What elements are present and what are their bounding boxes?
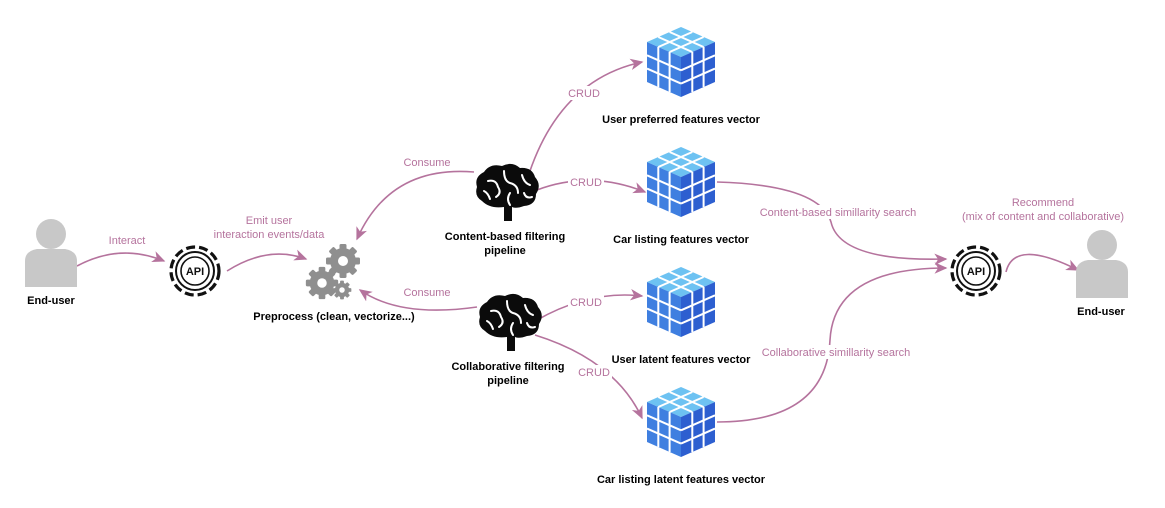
- crud-label-4: CRUD: [578, 367, 610, 379]
- content-search-label: Content-based simillarity search: [760, 207, 917, 219]
- edge-interact: [76, 251, 166, 267]
- database-cube-icon: [646, 26, 716, 98]
- end-user-right-label: End-user: [1077, 306, 1125, 318]
- database-cube-icon: [646, 266, 716, 338]
- edge-consume-collab: [358, 289, 478, 311]
- collab-pipeline-label-line1: Collaborative filtering: [451, 361, 564, 373]
- consume-top-label: Consume: [403, 157, 450, 169]
- car-listing-vector: Car listing features vector: [613, 146, 750, 246]
- api-left-label: API: [186, 266, 204, 278]
- collab-pipeline-label-line2: pipeline: [487, 375, 529, 387]
- user-latent-vector-label: User latent features vector: [612, 354, 751, 366]
- crud-label-3: CRUD: [570, 297, 602, 309]
- crud-label-2: CRUD: [570, 177, 602, 189]
- recommend-label-line2: (mix of content and collaborative): [962, 211, 1124, 223]
- emit-label-line1: Emit user: [246, 215, 293, 227]
- database-cube-icon: [646, 386, 716, 458]
- end-user-left: End-user: [25, 219, 77, 307]
- user-icon: [1076, 230, 1128, 298]
- user-pref-vector-label: User preferred features vector: [602, 114, 760, 126]
- brain-icon: [475, 162, 540, 222]
- collab-pipeline: Collaborative filtering pipeline: [451, 292, 565, 387]
- car-listing-vector-label: Car listing features vector: [613, 234, 749, 246]
- edge-content-search: [716, 181, 948, 266]
- edge-crud-user-pref: [526, 58, 644, 181]
- edge-labels: Interact Emit user interaction events/da…: [104, 86, 1124, 379]
- preprocess-label: Preprocess (clean, vectorize...): [253, 311, 415, 323]
- gears-icon: [305, 244, 360, 300]
- car-latent-vector-label: Car listing latent features vector: [597, 474, 766, 486]
- consume-bottom-label: Consume: [403, 287, 450, 299]
- brain-icon: [478, 292, 543, 352]
- recommend-label-line1: Recommend: [1012, 197, 1074, 209]
- api-left: API: [169, 245, 221, 297]
- content-pipeline-label-line1: Content-based filtering: [445, 231, 565, 243]
- database-cube-icon: [646, 146, 716, 218]
- content-pipeline-label-line2: pipeline: [484, 245, 526, 257]
- api-right: API: [950, 245, 1002, 297]
- end-user-right: End-user: [1076, 230, 1128, 318]
- edge-recommend: [1005, 253, 1080, 273]
- user-icon: [25, 219, 77, 287]
- content-pipeline: Content-based filtering pipeline: [445, 162, 565, 257]
- interact-label: Interact: [109, 235, 146, 247]
- emit-label-line2: interaction events/data: [214, 229, 326, 241]
- edge-consume-content: [356, 170, 475, 241]
- edge-collab-search: [716, 262, 948, 423]
- edge-emit: [226, 249, 308, 272]
- user-latent-vector: User latent features vector: [612, 266, 751, 366]
- user-pref-vector: User preferred features vector: [602, 26, 761, 126]
- api-right-label: API: [967, 266, 985, 278]
- crud-label-1: CRUD: [568, 88, 600, 100]
- collab-search-label: Collaborative simillarity search: [762, 347, 911, 359]
- end-user-left-label: End-user: [27, 295, 75, 307]
- preprocess: Preprocess (clean, vectorize...): [253, 244, 415, 323]
- car-latent-vector: Car listing latent features vector: [597, 386, 766, 486]
